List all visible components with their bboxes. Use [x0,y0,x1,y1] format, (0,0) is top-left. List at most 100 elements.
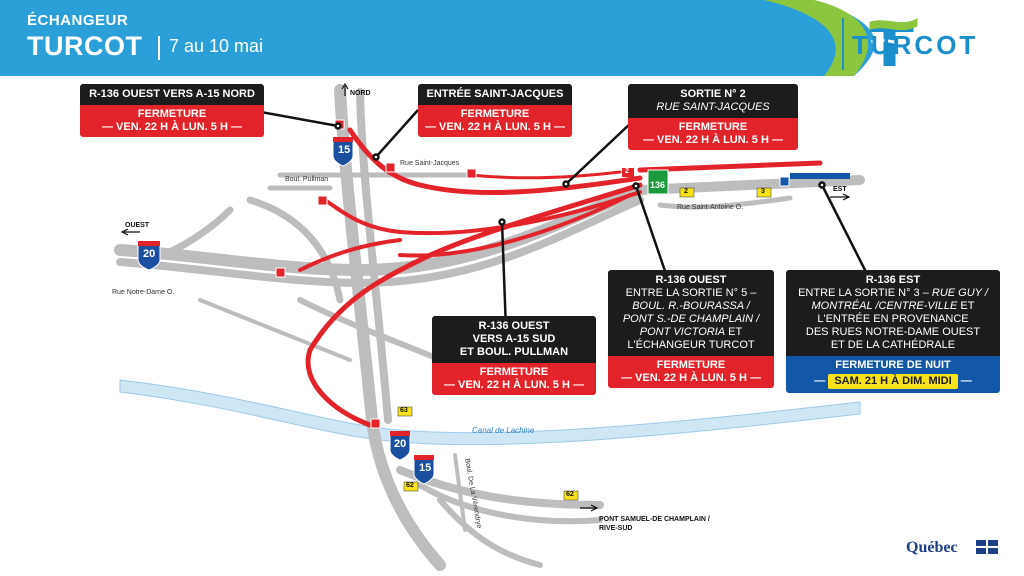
callout-lines [249,108,868,331]
box-status: FERMETURE [678,121,748,133]
a20-shield-bottom-number: 20 [394,438,407,450]
box-time-highlight: SAM. 21 H À DIM. MIDI [828,374,958,389]
exit-tag-2-red [622,168,634,177]
ouest-arrow-icon [120,228,140,236]
box-time: — VEN. 22 H À LUN. 5 H — [425,121,565,133]
box-line4a: PONT VICTORIA [639,326,726,338]
box-title-panel: R-136 EST ENTRE LA SORTIE N° 3 – RUE GUY… [786,270,1000,356]
box-status: FERMETURE [479,366,549,378]
box-time: — VEN. 22 H À LUN. 5 H — [621,372,761,384]
exit-tag-2-yellow-label: 2 [684,188,688,195]
closure-x-marker [466,168,477,179]
a20-shield-left-icon [137,241,161,271]
box-time: — VEN. 22 H À LUN. 5 H — [102,121,242,133]
interchange-map [114,82,868,571]
box-night-closure-panel: FERMETURE DE NUIT — SAM. 21 H À DIM. MID… [786,356,1000,393]
box-title-panel: R-136 OUEST ENTRE LA SORTIE N° 5 – BOUL.… [608,270,774,356]
pont-champlain-label-1: PONT SAMUEL-DE CHAMPLAIN / [599,516,710,523]
rue-notre-dame-label: Rue Notre-Dame O. [112,289,175,296]
exit-tag-62-right [563,490,579,501]
exit-tag-63-label: 63 [400,407,408,414]
closure-box-r136-ouest-a15-sud: R-136 OUEST VERS A-15 SUD ET BOUL. PULLM… [432,316,596,395]
exit-tag-62-left [403,481,419,492]
box-title-panel: SORTIE N° 2 RUE SAINT-JACQUES [628,84,798,118]
box-line4: DES RUES NOTRE-DAME OUEST [805,326,981,338]
box-line5: ET DE LA CATHÉDRALE [830,339,956,351]
nord-arrow-icon [341,82,349,96]
champlain-arrow-icon [580,504,599,512]
exit-tag-3-yellow [756,187,772,198]
box-status: FERMETURE [460,108,530,120]
header-subtitle: ÉCHANGEUR [27,12,129,29]
exit-tag-63 [397,406,413,417]
exit-tag-2-red-label: 2 [625,168,629,175]
closed-roads [298,127,823,428]
closure-box-r136-est: R-136 EST ENTRE LA SORTIE N° 3 – RUE GUY… [786,270,1000,393]
box-line4b: ET [725,326,743,338]
r136-shield-number: 136 [650,180,666,190]
quebec-flag-icon [976,540,998,554]
closure-box-entree-saint-jacques: ENTRÉE SAINT-JACQUES FERMETURE — VEN. 22… [418,84,572,137]
box-closure-panel: FERMETURE — VEN. 22 H À LUN. 5 H — [628,118,798,150]
box-line5: L'ÉCHANGEUR TURCOT [627,339,755,351]
box-closure-panel: FERMETURE — VEN. 22 H À LUN. 5 H — [432,363,596,395]
rue-saint-antoine-label: Rue Saint-Antoine O. [677,204,744,211]
box-line1a: ENTRE LA SORTIE N° 3 – [798,287,932,299]
a20-shield-left-number: 20 [143,248,156,260]
exit-tag-3-yellow-label: 3 [761,188,765,195]
box-line2: BOUL. R.-BOURASSA / [632,300,750,312]
exit-tag-2-yellow [679,187,695,198]
closure-box-r136-ouest-a15-nord: R-136 OUEST VERS A-15 NORD FERMETURE — V… [80,84,264,137]
nord-label: NORD [350,90,371,97]
road-network [114,84,865,571]
ouest-label: OUEST [125,222,150,229]
box-title: ENTRÉE SAINT-JACQUES [418,84,572,105]
box-title: SORTIE N° 2 [680,88,746,100]
turcot-logo-icon [869,18,918,66]
header-date: 7 au 10 mai [169,36,264,56]
exit-tag-62-right-label: 62 [566,491,574,498]
box-line1: ENTRE LA SORTIE N° 5 – [625,287,757,299]
a15-shield-bottom-icon [413,455,435,485]
box-closure-panel: FERMETURE — VEN. 22 H À LUN. 5 H — [608,356,774,388]
header-title: TURCOT [27,31,143,61]
box-status: FERMETURE [137,108,207,120]
a15-shield-bottom-number: 15 [419,462,432,474]
rue-saint-jacques-label: Rue Saint-Jacques [400,160,460,167]
closure-x-marker [779,176,790,187]
canal-de-lachine [119,379,861,446]
est-arrow-icon [830,193,851,201]
box-title: R-136 OUEST VERS A-15 NORD [80,84,264,105]
box-status: FERMETURE [656,359,726,371]
box-closure-panel: FERMETURE — VEN. 22 H À LUN. 5 H — [80,105,264,137]
logo-wordmark: TURCOT [852,30,979,60]
closure-x-marker [275,267,286,278]
boul-pullman-label: Boul. Pullman [285,176,329,183]
logo-separator [842,18,844,70]
canal-label: Canal de Lachine [472,426,535,435]
a20-shield-bottom-icon [389,431,411,461]
box-line3: ET BOUL. PULLMAN [459,346,569,358]
box-subtitle: RUE SAINT-JACQUES [656,101,770,113]
box-line2b: ET [957,300,975,312]
closure-box-sortie-2: SORTIE N° 2 RUE SAINT-JACQUES FERMETURE … [628,84,798,150]
closure-x-marker [317,195,328,206]
box-line2: VERS A-15 SUD [472,333,556,345]
box-title: R-136 EST [865,274,921,286]
box-line3: L'ENTRÉE EN PROVENANCE [817,313,969,325]
header-separator [158,36,160,60]
box-status: FERMETURE DE NUIT [835,359,951,371]
quebec-wordmark: Québec [906,539,958,556]
box-title-panel: R-136 OUEST VERS A-15 SUD ET BOUL. PULLM… [432,316,596,363]
box-closure-panel: FERMETURE — VEN. 22 H À LUN. 5 H — [418,105,572,137]
closure-box-r136-ouest-sortie-5: R-136 OUEST ENTRE LA SORTIE N° 5 – BOUL.… [608,270,774,388]
box-line1: R-136 OUEST [478,320,550,332]
box-line2a: MONTRÉAL /CENTRE-VILLE [811,300,958,312]
header-banner [0,0,1024,76]
a15-shield-top-number: 15 [338,144,351,156]
closure-x-marker [370,418,381,429]
est-label: EST [833,186,847,193]
r136-shield-icon [647,169,669,195]
box-line1b: RUE GUY / [931,287,988,299]
box-time: — VEN. 22 H À LUN. 5 H — [444,379,584,391]
